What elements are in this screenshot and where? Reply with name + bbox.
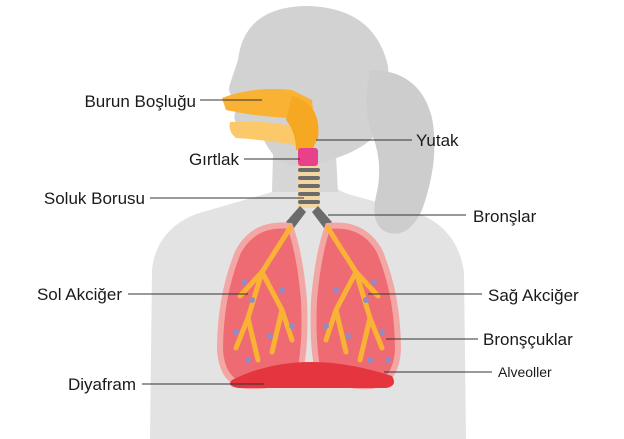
label-right-lung: Sağ Akciğer <box>488 286 579 305</box>
label-pharynx: Yutak <box>416 131 459 150</box>
label-left-lung: Sol Akciğer <box>37 285 122 304</box>
label-larynx: Gırtlak <box>189 150 240 169</box>
label-alveoli: Alveoller <box>498 364 552 380</box>
label-diaphragm: Diyafram <box>68 375 136 394</box>
trachea <box>298 166 320 208</box>
label-bronchi: Bronşlar <box>473 207 537 226</box>
label-trachea: Soluk Borusu <box>44 189 145 208</box>
larynx <box>298 148 318 166</box>
label-nasal-cavity: Burun Boşluğu <box>84 92 196 111</box>
label-bronchioles: Bronşçuklar <box>483 330 573 349</box>
ponytail <box>366 70 434 234</box>
